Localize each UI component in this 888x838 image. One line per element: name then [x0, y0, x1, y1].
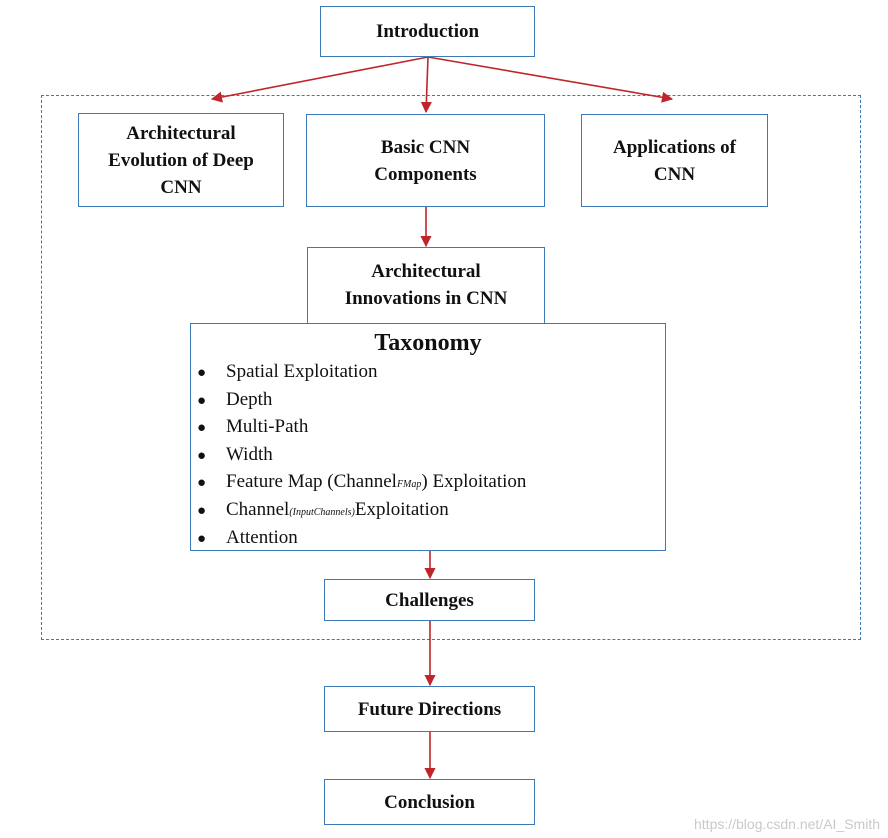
arrow-intro-to-basic: [420, 56, 432, 114]
taxonomy-item-text: Channel: [226, 498, 290, 520]
introduction-label: Introduction: [375, 21, 480, 42]
watermark-url: https://blog.csdn.net/AI_Smith: [694, 816, 880, 832]
bullet-icon: ●: [197, 447, 207, 464]
taxonomy-list: ● Spatial Exploitation ● Depth ● Multi-Path ● W…: [197, 359, 526, 552]
taxonomy-item-suffix: ) Exploitation: [421, 471, 527, 493]
future-directions-label: Future Directions: [357, 698, 502, 720]
taxonomy-item-text: Attention: [226, 526, 298, 548]
taxonomy-item-text: Spatial Exploitation: [226, 361, 378, 382]
challenges-label: Challenges: [385, 589, 474, 611]
basic-cnn-components-box: Basic CNN Components: [306, 114, 545, 207]
bullet-icon: ●: [197, 530, 207, 547]
introduction-box: Introduction: [320, 6, 535, 57]
future-directions-box: Future Directions: [324, 686, 535, 732]
applications-label: Applications of CNN: [613, 136, 736, 185]
taxonomy-box: Taxonomy ● Spatial Exploitation ● Depth ● Mul…: [190, 323, 666, 551]
challenges-box: Challenges: [324, 579, 535, 621]
bullet-icon: ●: [197, 365, 207, 381]
taxonomy-item: ● Spatial Exploitation: [197, 359, 526, 387]
taxonomy-item-text: Depth: [226, 388, 273, 410]
taxonomy-item-suffix: Exploitation: [354, 498, 449, 520]
taxonomy-item: ● Depth: [197, 387, 526, 415]
bullet-icon: ●: [197, 475, 207, 492]
taxonomy-item: ●Channel(InputChannels) Exploitation: [197, 497, 526, 525]
architectural-evolution-label: Architectural Evolution of Deep CNN: [108, 122, 254, 198]
conclusion-box: Conclusion: [324, 779, 535, 825]
taxonomy-item: ● Attention: [197, 525, 526, 553]
bullet-icon: ●: [197, 420, 207, 437]
conclusion-label: Conclusion: [384, 791, 475, 813]
basic-cnn-components-label: Basic CNN Components: [374, 136, 477, 185]
taxonomy-item-text: Width: [226, 443, 273, 465]
arrow-intro-to-evolution: [210, 56, 429, 103]
bullet-icon: ●: [197, 502, 207, 519]
architectural-innovations-label: Architectural Innovations in CNN: [344, 261, 508, 309]
arrow-intro-to-applications: [427, 56, 674, 103]
architectural-evolution-box: Architectural Evolution of Deep CNN: [78, 113, 284, 207]
architectural-innovations-box: Architectural Innovations in CNN: [307, 247, 545, 337]
dashed-group-frame: [41, 95, 861, 640]
taxonomy-item: ● Multi-Path: [197, 414, 526, 442]
taxonomy-item-text: Multi-Path: [226, 416, 309, 438]
applications-box: Applications of CNN: [581, 114, 768, 207]
taxonomy-item-text: Feature Map (Channel: [226, 471, 397, 493]
bullet-icon: ●: [197, 392, 207, 409]
taxonomy-title: Taxonomy: [374, 330, 482, 356]
taxonomy-item: ● Width: [197, 442, 526, 470]
